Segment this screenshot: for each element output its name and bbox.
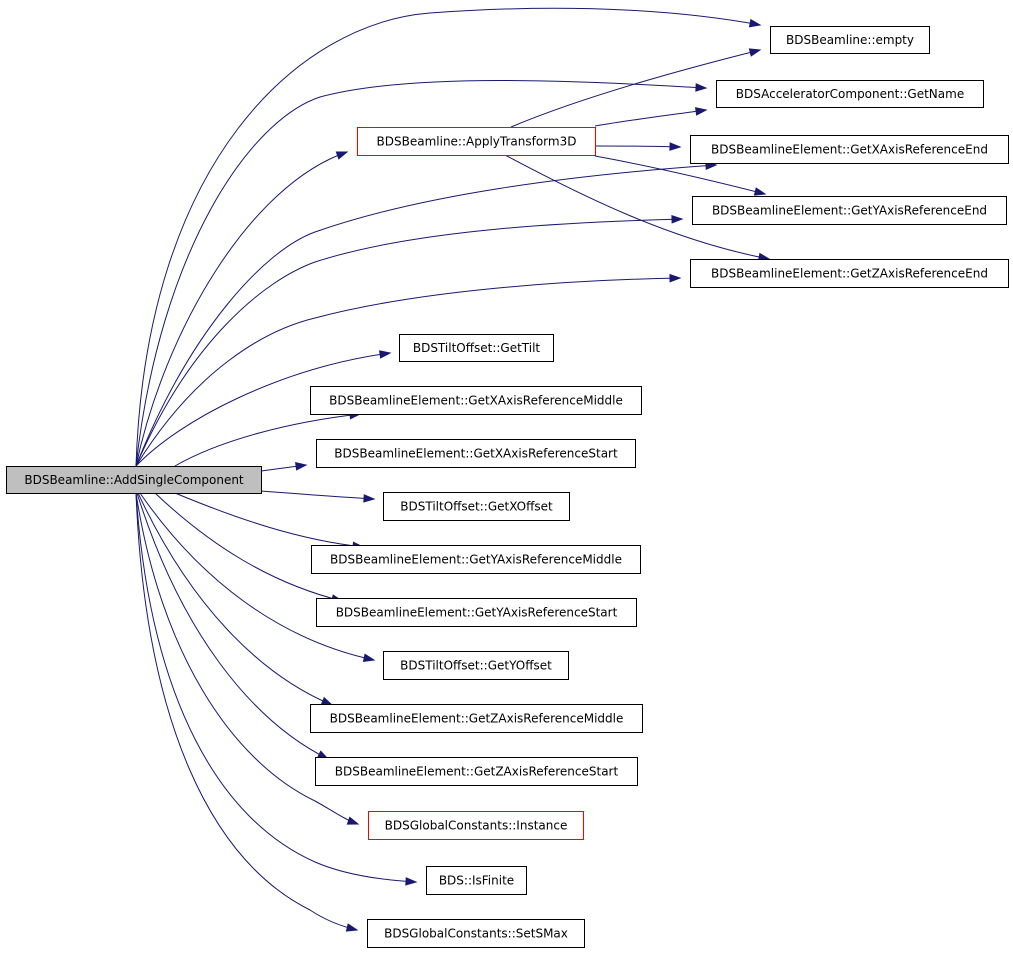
node-box-isfinite[interactable] — [426, 866, 527, 895]
node-box-empty[interactable] — [770, 26, 930, 54]
edge-apply-to-empty — [510, 49, 761, 128]
arrowhead-add-to-isfinite — [405, 877, 418, 886]
arrowhead-add-to-zmid — [320, 696, 334, 706]
edge-apply-to-getname — [594, 109, 707, 127]
edge-add-to-instance — [135, 492, 359, 825]
node-box-xmid[interactable] — [310, 386, 642, 415]
node-ystart[interactable]: BDSBeamlineElement::GetYAxisReferenceSta… — [316, 598, 637, 627]
arrowhead-add-to-instance — [346, 816, 360, 825]
node-box-xoff[interactable] — [383, 492, 570, 521]
edge-add-to-zmid — [137, 492, 333, 706]
arrowhead-apply-to-xend — [669, 142, 682, 151]
node-xend[interactable]: BDSBeamlineElement::GetXAxisReferenceEnd — [690, 135, 1009, 164]
edge-add-to-getname — [135, 79, 707, 467]
node-box-yoff[interactable] — [383, 651, 569, 680]
arrowhead-add-to-setsmax — [345, 923, 359, 932]
node-label-xmid: BDSBeamlineElement::GetXAxisReferenceMid… — [329, 394, 623, 408]
node-label-yoff: BDSTiltOffset::GetYOffset — [400, 659, 552, 673]
node-zmid[interactable]: BDSBeamlineElement::GetZAxisReferenceMid… — [310, 704, 643, 733]
node-label-ystart: BDSBeamlineElement::GetYAxisReferenceSta… — [336, 606, 618, 620]
node-getname[interactable]: BDSAcceleratorComponent::GetName — [716, 80, 984, 108]
node-box-xend[interactable] — [690, 135, 1009, 164]
node-label-ymid: BDSBeamlineElement::GetYAxisReferenceMid… — [330, 553, 622, 567]
edge-apply-to-xend — [594, 145, 681, 148]
node-box-add[interactable] — [6, 466, 262, 494]
node-tilt[interactable]: BDSTiltOffset::GetTilt — [399, 334, 554, 362]
node-label-isfinite: BDS::IsFinite — [439, 874, 514, 888]
node-empty[interactable]: BDSBeamline::empty — [770, 26, 930, 54]
edge-apply-to-zend — [504, 154, 770, 260]
edge-add-to-apply — [135, 151, 348, 467]
arrowhead-add-to-getname — [695, 83, 708, 92]
edge-add-to-xmid — [174, 413, 361, 467]
node-label-getname: BDSAcceleratorComponent::GetName — [736, 87, 964, 101]
arrowhead-add-to-zend — [669, 273, 682, 283]
arrowhead-apply-to-getname — [695, 107, 708, 116]
arrowhead-apply-to-empty — [748, 48, 762, 57]
node-box-ystart[interactable] — [316, 598, 637, 627]
node-label-empty: BDSBeamline::empty — [786, 33, 914, 47]
edge-add-to-ystart — [154, 492, 343, 602]
node-yoff[interactable]: BDSTiltOffset::GetYOffset — [383, 651, 569, 680]
edge-add-to-setsmax — [135, 492, 358, 931]
node-label-apply: BDSBeamline::ApplyTransform3D — [377, 135, 577, 149]
node-box-apply[interactable] — [357, 127, 596, 156]
node-box-instance[interactable] — [368, 811, 584, 840]
edge-add-to-xend — [135, 164, 717, 467]
node-label-instance: BDSGlobalConstants::Instance — [385, 819, 568, 833]
arrowhead-add-to-xstart — [295, 462, 308, 471]
arrowhead-add-to-yoff — [362, 653, 376, 662]
node-label-xoff: BDSTiltOffset::GetXOffset — [400, 500, 553, 514]
node-xmid[interactable]: BDSBeamlineElement::GetXAxisReferenceMid… — [310, 386, 642, 415]
node-box-getname[interactable] — [716, 80, 984, 108]
node-label-zmid: BDSBeamlineElement::GetZAxisReferenceMid… — [330, 712, 624, 726]
node-zstart[interactable]: BDSBeamlineElement::GetZAxisReferenceSta… — [315, 757, 638, 786]
edge-add-to-empty — [135, 7, 761, 467]
node-isfinite[interactable]: BDS::IsFinite — [426, 866, 527, 895]
node-label-tilt: BDSTiltOffset::GetTilt — [413, 341, 541, 355]
arrowhead-add-to-empty — [748, 18, 762, 28]
edge-apply-to-yend — [594, 155, 766, 195]
node-label-xstart: BDSBeamlineElement::GetXAxisReferenceSta… — [334, 447, 618, 461]
nodes-layer: BDSBeamline::AddSingleComponentBDSBeamli… — [6, 26, 1009, 948]
node-box-setsmax[interactable] — [367, 919, 585, 948]
node-add[interactable]: BDSBeamline::AddSingleComponent — [6, 466, 262, 494]
arrowhead-add-to-xoff — [363, 494, 376, 503]
node-box-tilt[interactable] — [399, 334, 554, 362]
node-box-zstart[interactable] — [315, 757, 638, 786]
node-yend[interactable]: BDSBeamlineElement::GetYAxisReferenceEnd — [692, 196, 1007, 225]
node-label-setsmax: BDSGlobalConstants::SetSMax — [384, 927, 568, 941]
node-box-yend[interactable] — [692, 196, 1007, 225]
node-label-zstart: BDSBeamlineElement::GetZAxisReferenceSta… — [335, 765, 619, 779]
edge-add-to-xoff — [260, 490, 375, 500]
arrowhead-add-to-yend — [671, 215, 684, 224]
node-box-ymid[interactable] — [311, 545, 641, 574]
node-instance[interactable]: BDSGlobalConstants::Instance — [368, 811, 584, 840]
node-apply[interactable]: BDSBeamline::ApplyTransform3D — [357, 127, 596, 156]
edge-add-to-isfinite — [135, 492, 417, 883]
node-zend[interactable]: BDSBeamlineElement::GetZAxisReferenceEnd — [690, 259, 1009, 288]
edge-add-to-tilt — [135, 352, 391, 467]
arrowhead-apply-to-yend — [753, 187, 767, 196]
node-label-zend: BDSBeamlineElement::GetZAxisReferenceEnd — [711, 267, 988, 281]
arrowhead-add-to-apply — [335, 151, 349, 160]
node-setsmax[interactable]: BDSGlobalConstants::SetSMax — [367, 919, 585, 948]
edge-add-to-ymid — [174, 492, 364, 548]
node-label-xend: BDSBeamlineElement::GetXAxisReferenceEnd — [711, 143, 988, 157]
edge-add-to-yend — [135, 218, 683, 467]
node-ymid[interactable]: BDSBeamlineElement::GetYAxisReferenceMid… — [311, 545, 641, 574]
node-label-add: BDSBeamline::AddSingleComponent — [24, 473, 244, 487]
node-box-xstart[interactable] — [316, 439, 636, 468]
node-box-zmid[interactable] — [310, 704, 643, 733]
edge-add-to-yoff — [139, 492, 375, 661]
edge-add-to-zend — [135, 277, 681, 467]
arrowhead-add-to-tilt — [379, 350, 392, 359]
node-xstart[interactable]: BDSBeamlineElement::GetXAxisReferenceSta… — [316, 439, 636, 468]
edge-add-to-zstart — [136, 492, 329, 760]
node-xoff[interactable]: BDSTiltOffset::GetXOffset — [383, 492, 570, 521]
node-label-yend: BDSBeamlineElement::GetYAxisReferenceEnd — [712, 204, 987, 218]
node-box-zend[interactable] — [690, 259, 1009, 288]
